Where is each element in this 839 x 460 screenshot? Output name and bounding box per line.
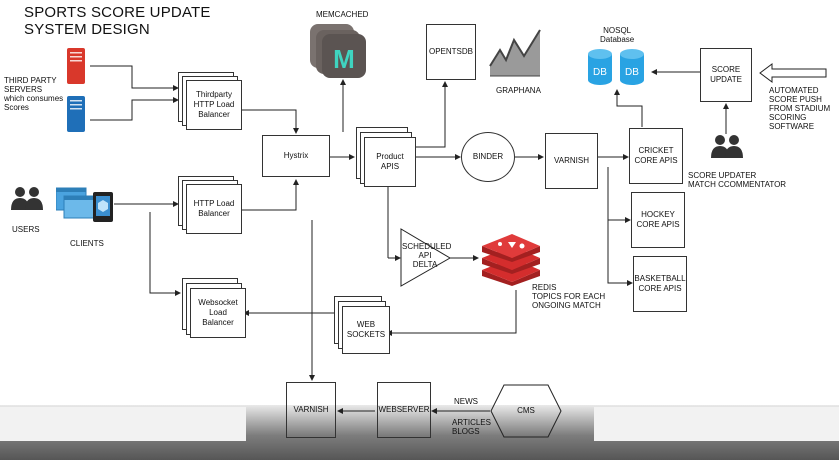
- web-sockets-box: WEB SOCKETS: [342, 306, 390, 354]
- automated-line4: SCORING: [769, 113, 807, 122]
- product-apis-line2: APIS: [380, 162, 400, 171]
- binder-label: BINDER: [472, 152, 504, 161]
- bottom-varnish-box: VARNISH: [286, 382, 336, 438]
- websocket-lb-line1: Websocket: [198, 298, 238, 307]
- score-updater-label: SCORE UPDATER MATCH CCOMMENTATOR: [688, 171, 786, 189]
- memcached-icon: M: [310, 24, 366, 78]
- webserver-label: WEBSERVER: [378, 405, 430, 414]
- opentsdb-label: OPENTSDB: [428, 47, 473, 56]
- cricket-line2: CORE APIS: [634, 156, 678, 165]
- db-cylinder-1: DB: [588, 49, 612, 85]
- score-update-line1: SCORE: [711, 65, 741, 74]
- automated-line2: SCORE PUSH: [769, 95, 822, 104]
- thirdparty-lb-line2: HTTP Load: [193, 100, 235, 109]
- news-label: NEWS: [454, 397, 478, 406]
- websocket-lb-line3: Balancer: [202, 318, 234, 327]
- websockets-line2: SOCKETS: [346, 330, 386, 339]
- scheduled-api-delta-node: [400, 228, 451, 287]
- cricket-core-apis-box: CRICKET CORE APIS: [629, 128, 683, 184]
- score-update-line2: UPDATE: [710, 75, 742, 84]
- red-server-icon: [67, 48, 85, 84]
- thirdparty-http-load-balancer: Thirdparty HTTP Load Balancer: [186, 80, 242, 130]
- hystrix-label: Hystrix: [283, 151, 309, 160]
- score-updater-icon: [711, 135, 743, 158]
- http-load-balancer: HTTP Load Balancer: [186, 184, 242, 234]
- memcached-label: MEMCACHED: [316, 10, 369, 19]
- basketball-line2: CORE APIS: [638, 284, 682, 293]
- users-icon: [11, 187, 43, 210]
- automated-score-push-label: AUTOMATED SCORE PUSH FROM STADIUM SCORIN…: [769, 86, 830, 131]
- blue-server-icon: [67, 96, 85, 132]
- third-party-line4: Scores: [4, 103, 29, 112]
- score-updater-line2: MATCH CCOMMENTATOR: [688, 180, 787, 189]
- bottom-band-left: [0, 407, 246, 441]
- automated-line1: AUTOMATED: [769, 86, 819, 95]
- automated-line3: FROM STADIUM: [769, 104, 831, 113]
- websocket-load-balancer: Websocket Load Balancer: [190, 288, 246, 338]
- varnish-label: VARNISH: [554, 156, 589, 165]
- redis-icon: [482, 234, 540, 286]
- redis-line1: REDIS: [532, 283, 557, 292]
- varnish-box: VARNISH: [545, 133, 598, 189]
- http-lb-line2: Balancer: [198, 209, 230, 218]
- product-apis-box: Product APIS: [364, 137, 416, 187]
- third-party-line1: THIRD PARTY: [4, 76, 57, 85]
- opentsdb-box: OPENTSDB: [426, 24, 476, 80]
- bottom-varnish-label: VARNISH: [293, 405, 329, 414]
- articles-line2: BLOGS: [452, 427, 480, 436]
- hockey-line1: HOCKEY: [641, 210, 675, 219]
- basketball-core-apis-box: BASKETBALL CORE APIS: [633, 256, 687, 312]
- thirdparty-lb-line3: Balancer: [198, 110, 230, 119]
- users-label: USERS: [12, 225, 40, 234]
- memcached-glyph: M: [333, 44, 355, 74]
- basketball-line1: BASKETBALL: [634, 274, 686, 283]
- cricket-line1: CRICKET: [638, 146, 674, 155]
- scheduled-api-delta-label: SCHEDULED API DELTA: [402, 242, 452, 269]
- redis-line3: ONGOING MATCH: [532, 301, 601, 310]
- db-cylinder-2: DB: [620, 49, 644, 85]
- webserver-box: WEBSERVER: [377, 382, 431, 438]
- nosql-line2: Database: [600, 35, 635, 44]
- bottom-band-right: [594, 407, 839, 441]
- third-party-line2: SERVERS: [4, 85, 43, 94]
- diagram-title-line1: SPORTS SCORE UPDATE: [24, 4, 211, 21]
- http-lb-line1: HTTP Load: [193, 199, 235, 208]
- hystrix-box: Hystrix: [262, 135, 330, 177]
- clients-icon: [56, 187, 113, 222]
- automated-push-arrow-icon: [759, 63, 827, 83]
- articles-blogs-label: ARTICLES BLOGS: [452, 418, 491, 436]
- graphana-label: GRAPHANA: [496, 86, 541, 95]
- diagram-title-line2: SYSTEM DESIGN: [24, 21, 150, 38]
- db-label-1: DB: [593, 67, 607, 78]
- product-apis-line1: Product: [376, 152, 404, 161]
- hockey-core-apis-box: HOCKEY CORE APIS: [631, 192, 685, 248]
- scheduled-line1: SCHEDULED: [402, 242, 452, 251]
- third-party-line3: which consumes: [4, 94, 64, 103]
- cms-label: CMS: [517, 406, 535, 415]
- graphana-chart-icon: [489, 29, 541, 77]
- binder-node: BINDER: [461, 132, 515, 182]
- nosql-label: NOSQL Database: [600, 26, 634, 44]
- nosql-database-icon: DB DB: [588, 49, 644, 85]
- cms-node: [490, 384, 562, 438]
- scheduled-line2: API: [418, 251, 432, 260]
- websocket-lb-line2: Load: [209, 308, 227, 317]
- scheduled-line3: DELTA: [412, 260, 438, 269]
- thirdparty-lb-line1: Thirdparty: [195, 90, 232, 99]
- nosql-line1: NOSQL: [603, 26, 632, 35]
- third-party-servers-label: THIRD PARTY SERVERS which consumes Score…: [4, 76, 63, 112]
- score-update-box: SCORE UPDATE: [700, 48, 752, 102]
- db-label-2: DB: [625, 67, 639, 78]
- clients-label: CLIENTS: [70, 239, 104, 248]
- redis-line2: TOPICS FOR EACH: [532, 292, 606, 301]
- articles-line1: ARTICLES: [452, 418, 491, 427]
- redis-label: REDIS TOPICS FOR EACH ONGOING MATCH: [532, 283, 605, 310]
- websockets-line1: WEB: [356, 320, 376, 329]
- score-updater-line1: SCORE UPDATER: [688, 171, 757, 180]
- automated-line5: SOFTWARE: [769, 122, 815, 131]
- hockey-line2: CORE APIS: [636, 220, 680, 229]
